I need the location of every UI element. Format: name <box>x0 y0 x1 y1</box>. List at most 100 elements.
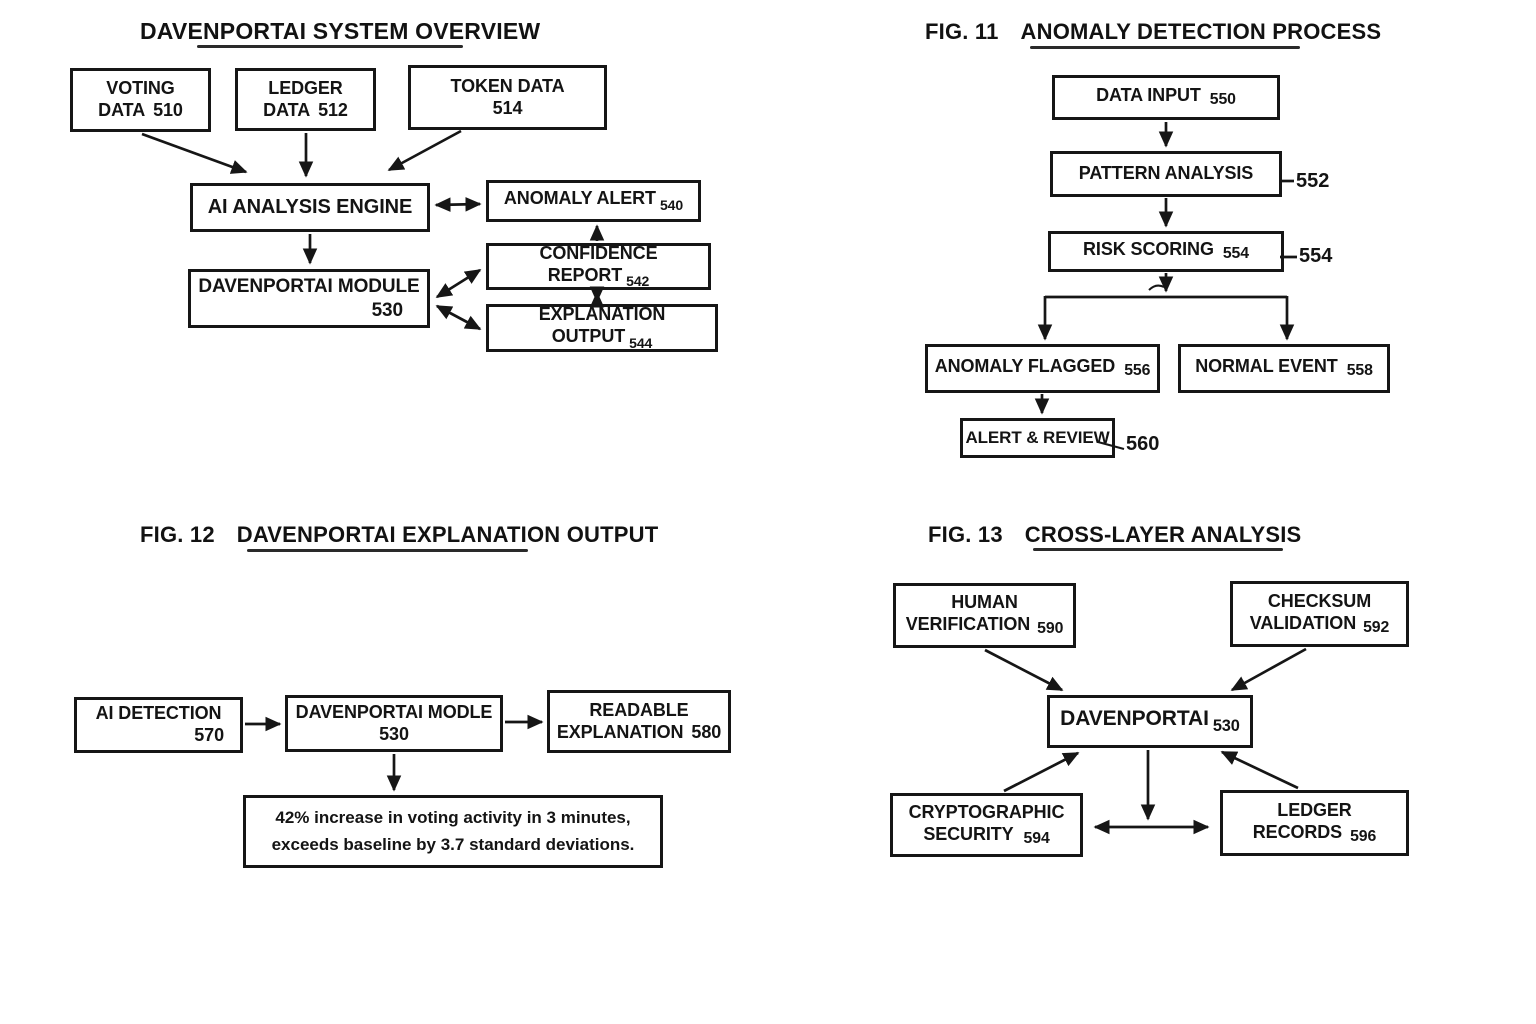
title-underline <box>1030 46 1300 49</box>
box-ref: 590 <box>1037 620 1064 638</box>
fig11-title-text: ANOMALY DETECTION PROCESS <box>1020 19 1382 44</box>
box-ai-analysis-engine: AI ANALYSIS ENGINE <box>190 183 430 232</box>
box-label: HUMAN <box>951 592 1018 613</box>
arrow-voting-to-engine <box>141 132 248 174</box>
box-ref: 554 <box>1222 245 1249 263</box>
box-ref: 530 <box>371 299 404 321</box>
box-readable-explanation: READABLE EXPLANATION 580 <box>547 690 731 753</box>
box-line: READABLE <box>550 700 728 722</box>
box-ai-detection: AI DETECTION 570 <box>74 697 243 753</box>
box-ref: 592 <box>1363 618 1390 636</box>
box-line: ALERT & REVIEW <box>963 428 1112 449</box>
box-line: RISK SCORING 554 <box>1051 239 1281 263</box>
fig12-title-text: DAVENPORTAI EXPLANATION OUTPUT <box>236 522 659 547</box>
box-label: EXPLANATION OUTPUT <box>538 304 666 347</box>
ref-552: 552 <box>1296 170 1330 192</box>
box-line: CRYPTOGRAPHIC <box>893 802 1080 824</box>
box-line: 530 <box>288 724 500 746</box>
box-ref: 580 <box>691 721 722 742</box>
box-line: 570 <box>77 725 240 747</box>
arrow-engine-alert <box>434 197 482 212</box>
box-line: AI ANALYSIS ENGINE <box>193 195 427 219</box>
box-label: CHECKSUM <box>1267 590 1372 611</box>
box-ref: 570 <box>194 725 224 745</box>
box-ref: 558 <box>1346 362 1373 380</box>
box-ref: 594 <box>1023 829 1050 847</box>
arrow-token-to-engine <box>387 129 462 172</box>
box-ref: 512 <box>318 99 348 120</box>
fig12-title: FIG. 12 DAVENPORTAI EXPLANATION OUTPUT <box>140 522 658 548</box>
box-label: PATTERN ANALYSIS <box>1078 163 1254 184</box>
box-label: VALIDATION <box>1249 612 1357 633</box>
overview-title-text: DAVENPORTAI SYSTEM OVERVIEW <box>140 18 541 44</box>
box-label: LEDGER <box>268 77 343 98</box>
box-line: DAVENPORTAI MODLE <box>288 702 500 724</box>
box-normal-event: NORMAL EVENT 558 <box>1178 344 1390 393</box>
box-line: TOKEN DATA <box>411 76 604 98</box>
fig11-title: FIG. 11 ANOMALY DETECTION PROCESS <box>925 19 1381 45</box>
box-label: TOKEN DATA <box>450 75 565 96</box>
box-line: ANOMALY FLAGGED 556 <box>928 356 1157 380</box>
fig13-title: FIG. 13 CROSS-LAYER ANALYSIS <box>928 522 1301 548</box>
arrow-checksum-to-davenportai <box>1230 647 1307 692</box>
box-label: ANOMALY FLAGGED <box>934 356 1116 377</box>
box-checksum-validation: CHECKSUM VALIDATION 592 <box>1230 581 1409 647</box>
box-line: EXPLANATION 580 <box>550 722 728 744</box>
box-line: VERIFICATION 590 <box>896 614 1073 638</box>
arrow-human-to-davenportai <box>984 648 1064 692</box>
box-line: HUMAN <box>896 592 1073 614</box>
box-line: DATA INPUT 550 <box>1055 85 1277 109</box>
box-pattern-analysis: PATTERN ANALYSIS <box>1050 151 1282 197</box>
box-ref: 540 <box>659 196 684 213</box>
box-line: LEDGER <box>238 78 373 100</box>
box-label: CONFIDENCE REPORT <box>539 242 658 285</box>
box-ref: 550 <box>1209 91 1236 109</box>
box-davenportai-module: DAVENPORTAI MODULE 530 <box>188 269 430 328</box>
box-label: DATA INPUT <box>1096 85 1201 106</box>
box-ref: 542 <box>626 273 650 290</box>
box-label: DATA <box>263 99 311 120</box>
fig11-label: FIG. 11 <box>925 19 999 44</box>
box-line: 514 <box>411 98 604 120</box>
box-ref: 556 <box>1124 362 1151 380</box>
box-data-input: DATA INPUT 550 <box>1052 75 1280 120</box>
box-risk-scoring: RISK SCORING 554 <box>1048 231 1284 272</box>
box-ref: 544 <box>629 334 653 351</box>
box-ref: 596 <box>1350 827 1377 845</box>
box-ref: 510 <box>153 100 183 120</box>
box-line: DATA 512 <box>238 100 373 122</box>
box-label: LEDGER <box>1277 799 1352 820</box>
box-label: ALERT & REVIEW <box>965 427 1110 447</box>
fig13-title-text: CROSS-LAYER ANALYSIS <box>1024 522 1302 547</box>
explanation-text-line: 42% increase in voting activity in 3 min… <box>275 808 631 828</box>
fig13-label: FIG. 13 <box>928 522 1003 547</box>
box-token-data: TOKEN DATA 514 <box>408 65 607 130</box>
box-label: RISK SCORING <box>1083 239 1214 260</box>
box-ledger-data: LEDGER DATA 512 <box>235 68 376 131</box>
branch-squiggle <box>1148 284 1165 291</box>
box-label: VERIFICATION <box>905 614 1031 635</box>
box-line: DAVENPORTAI MODULE <box>191 275 427 298</box>
box-line: AI DETECTION <box>77 703 240 725</box>
box-line: PATTERN ANALYSIS <box>1053 163 1279 185</box>
arrow-module-explanation <box>435 304 482 331</box>
box-line: VALIDATION 592 <box>1233 613 1406 637</box>
box-label: CRYPTOGRAPHIC <box>908 801 1065 822</box>
box-label: EXPLANATION <box>556 721 684 742</box>
box-label: DAVENPORTAI <box>1060 706 1209 730</box>
title-underline <box>197 45 463 48</box>
box-ref: 530 <box>379 723 409 744</box>
title-underline <box>1033 548 1283 551</box>
box-label: NORMAL EVENT <box>1195 356 1338 377</box>
box-label: VOTING <box>106 78 175 99</box>
arrow-ledger-to-davenportai <box>1220 750 1299 790</box>
